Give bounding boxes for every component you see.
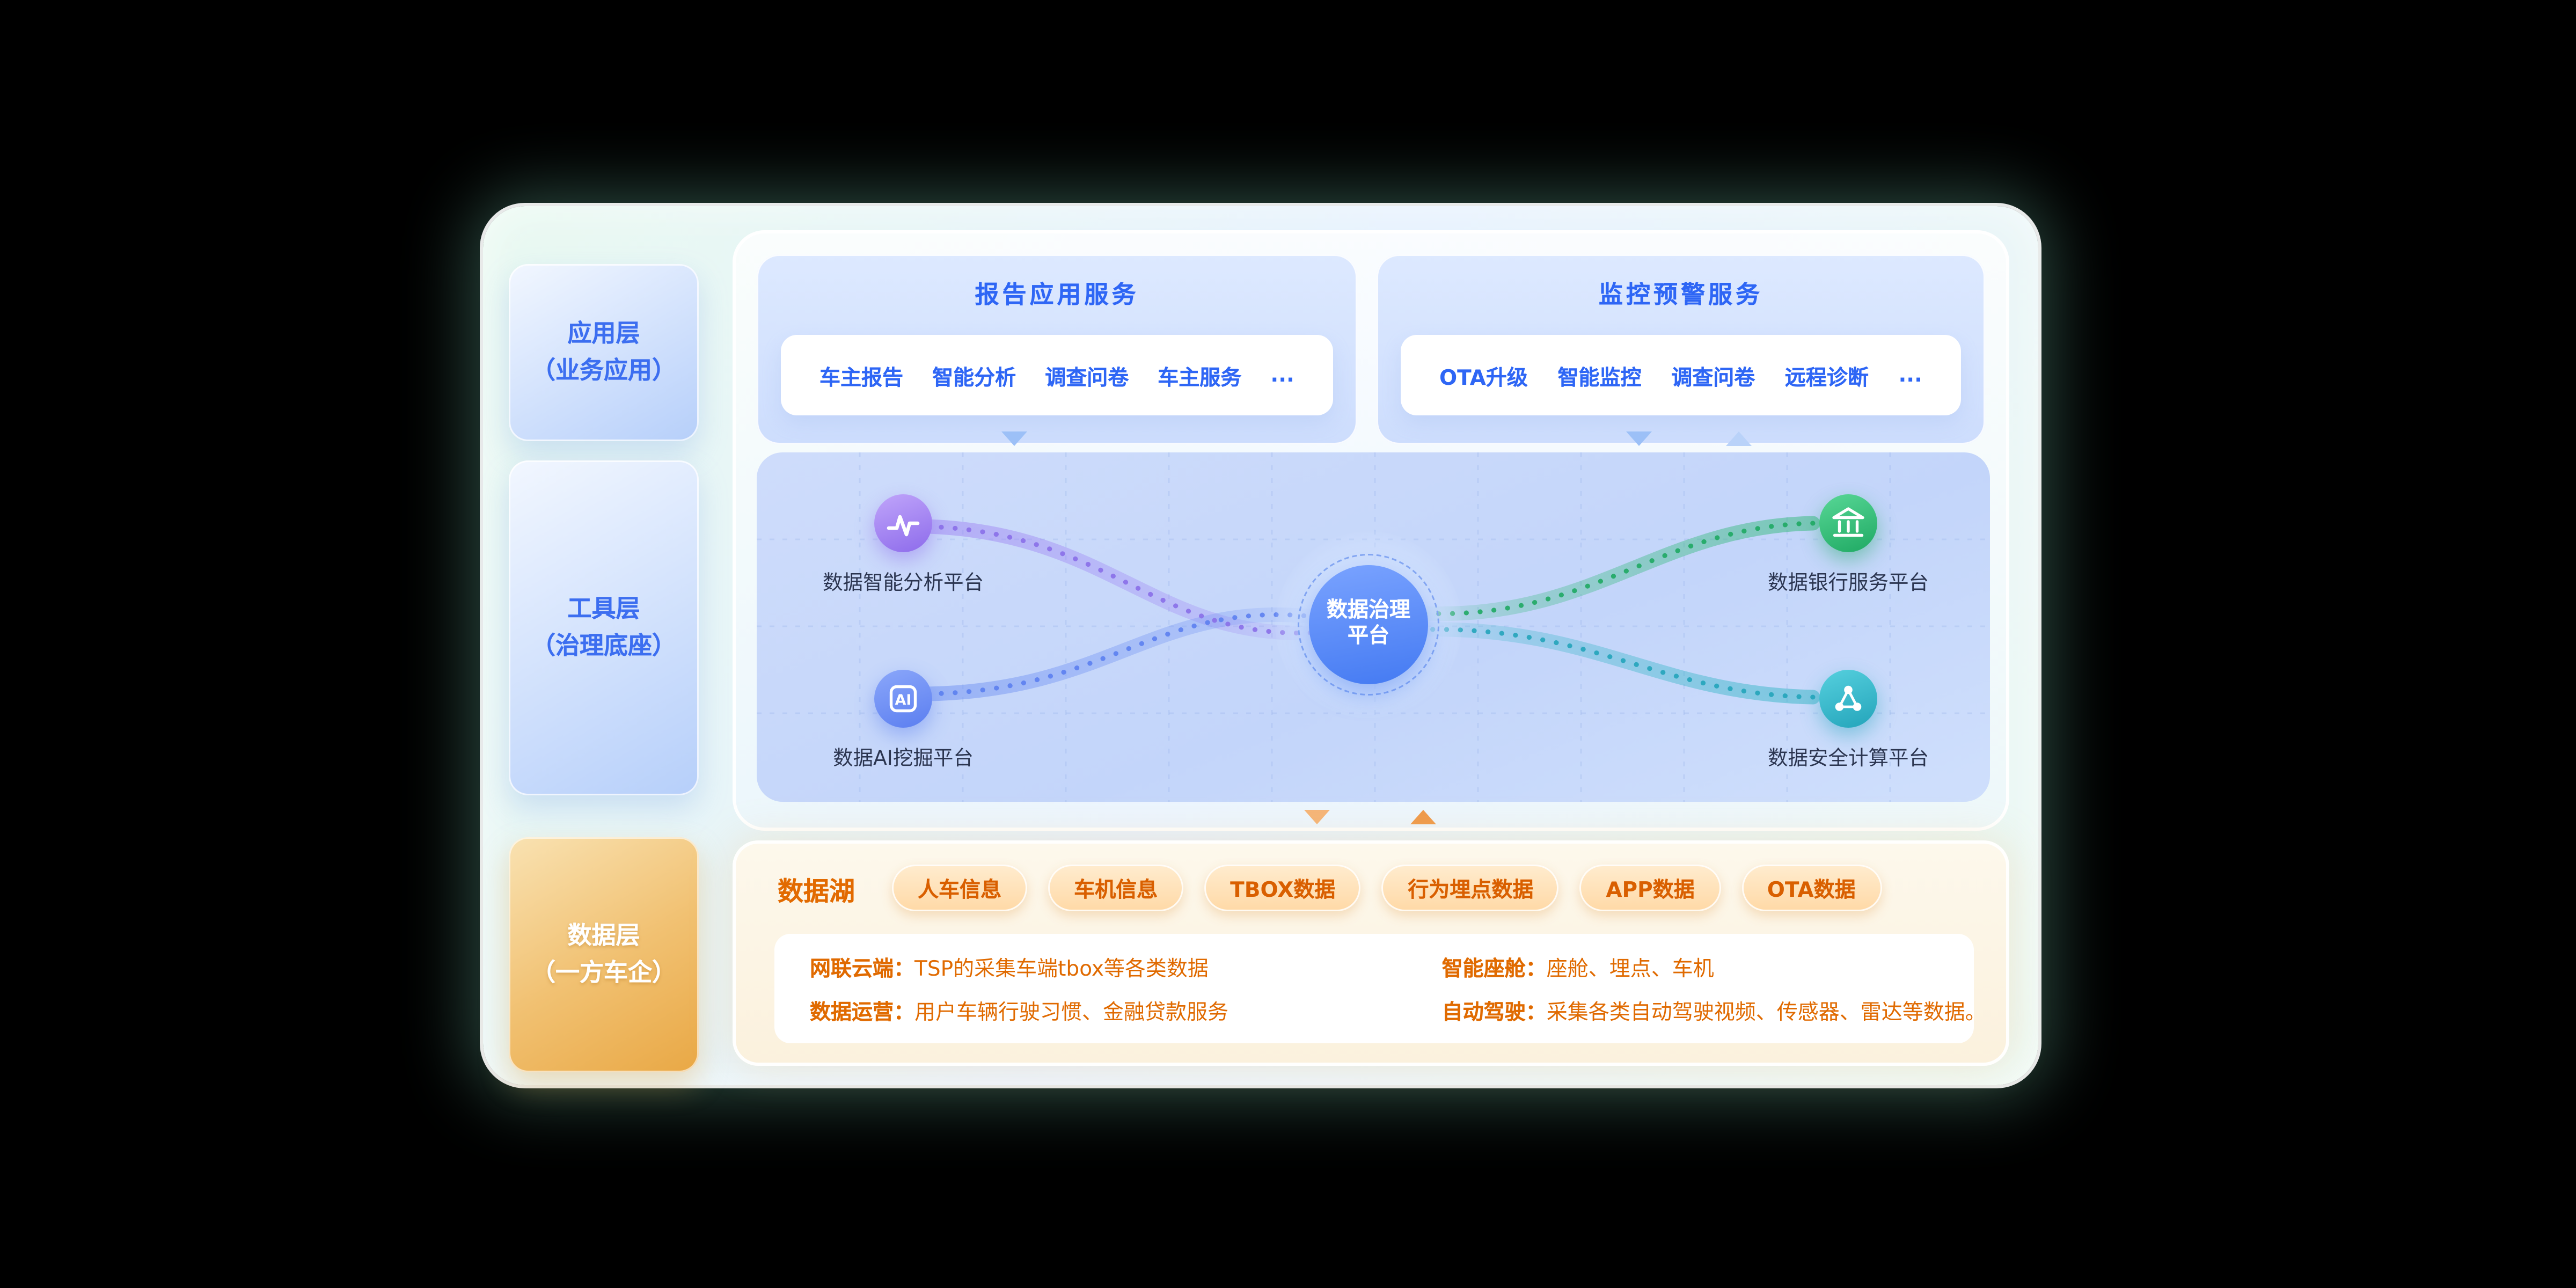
service-item: 智能监控 (1557, 366, 1642, 391)
data-tag: 人车信息 (892, 865, 1028, 911)
node-label-ai-mining: 数据AI挖掘平台 (833, 745, 974, 770)
data-tag: OTA数据 (1741, 865, 1882, 911)
ai-icon: AI (889, 685, 917, 713)
bank-icon (1832, 507, 1864, 537)
monitor-services-panel: 监控预警服务 OTA升级 智能监控 调查问卷 远程诊断 ... (1377, 254, 1985, 444)
node-label-analysis: 数据智能分析平台 (822, 570, 984, 594)
data-lake-title: 数据湖 (778, 875, 855, 906)
monitor-services-bar: OTA升级 智能监控 调查问卷 远程诊断 ... (1401, 335, 1961, 415)
data-lake-details: 网联云端：TSP的采集车端tbox等各类数据 智能座舱：座舱、埋点、车机 数据运… (774, 934, 1986, 1043)
layer-tools-subtitle: （治理底座） (531, 631, 676, 660)
service-item: 调查问卷 (1045, 366, 1129, 391)
hub-dashed-ring (1298, 554, 1439, 696)
data-tag: 车机信息 (1048, 865, 1184, 911)
report-services-bar: 车主报告 智能分析 调查问卷 车主服务 ... (781, 335, 1333, 415)
services-and-flow-region: 报告应用服务 车主报告 智能分析 调查问卷 车主服务 ... 监控预警服务 OT… (733, 230, 2009, 831)
detail-line: 数据运营：用户车辆行驶习惯、金融贷款服务 (810, 1000, 1229, 1025)
data-bank-platform-icon (1819, 494, 1877, 552)
arrow-up-icon (1410, 810, 1436, 824)
detail-line: 网联云端：TSP的采集车端tbox等各类数据 (810, 958, 1209, 983)
node-label-data-bank: 数据银行服务平台 (1767, 570, 1929, 594)
arrow-down-icon (1304, 810, 1330, 824)
service-item: 调查问卷 (1671, 366, 1755, 391)
service-item: 车主服务 (1158, 366, 1242, 391)
service-item: 智能分析 (932, 366, 1016, 391)
data-governance-hub: 数据治理 平台 (1309, 565, 1428, 684)
layer-tools: 工具层 （治理底座） (509, 460, 699, 795)
data-tag: TBOX数据 (1204, 865, 1362, 911)
arrow-down-icon (1626, 431, 1652, 446)
svg-text:AI: AI (895, 692, 912, 708)
connector-dots (925, 521, 1816, 700)
layer-application: 应用层 （业务应用） (509, 264, 699, 441)
layer-tools-title: 工具层 (567, 593, 640, 623)
monitor-services-title: 监控预警服务 (1598, 280, 1763, 309)
layer-data-title: 数据层 (567, 920, 640, 949)
layer-data-subtitle: （一方车企） (531, 958, 676, 987)
data-tag: APP数据 (1580, 865, 1721, 911)
report-services-title: 报告应用服务 (975, 280, 1139, 309)
service-item: 车主报告 (819, 366, 904, 391)
flow-area: AI (757, 452, 1990, 802)
flow-connectors (757, 452, 1990, 802)
architecture-panel: 应用层 （业务应用） 工具层 （治理底座） 数据层 （一方车企） 报告应用服务 … (483, 206, 2038, 1085)
network-icon (1835, 685, 1862, 711)
node-label-secure-compute: 数据安全计算平台 (1767, 745, 1929, 770)
data-lake-panel: 数据湖 人车信息 车机信息 TBOX数据 行为埋点数据 APP数据 OTA数据 … (733, 840, 2009, 1066)
data-tag: 行为埋点数据 (1382, 865, 1560, 911)
detail-line: 自动驾驶：采集各类自动驾驶视频、传感器、雷达等数据。 (1441, 1000, 1986, 1025)
layer-application-title: 应用层 (567, 318, 640, 347)
data-lake-header: 数据湖 人车信息 车机信息 TBOX数据 行为埋点数据 APP数据 OTA数据 (733, 840, 2009, 911)
service-item: OTA升级 (1439, 366, 1528, 391)
arrow-down-icon (1001, 431, 1027, 446)
report-services-panel: 报告应用服务 车主报告 智能分析 调查问卷 车主服务 ... (757, 254, 1357, 444)
hub-title-line1: 数据治理 (1326, 599, 1410, 623)
service-item: 远程诊断 (1784, 366, 1869, 391)
analysis-platform-icon (874, 494, 932, 552)
layer-data: 数据层 （一方车企） (509, 837, 699, 1072)
hub-title-line2: 平台 (1347, 625, 1389, 649)
layer-application-subtitle: （业务应用） (531, 356, 676, 385)
detail-line: 智能座舱：座舱、埋点、车机 (1441, 958, 1714, 983)
arrow-up-icon (1726, 431, 1752, 446)
service-item: ... (1898, 363, 1922, 387)
secure-compute-platform-icon (1819, 670, 1877, 728)
service-item: ... (1270, 363, 1294, 387)
ai-mining-platform-icon: AI (874, 670, 932, 728)
pulse-icon (887, 515, 920, 537)
